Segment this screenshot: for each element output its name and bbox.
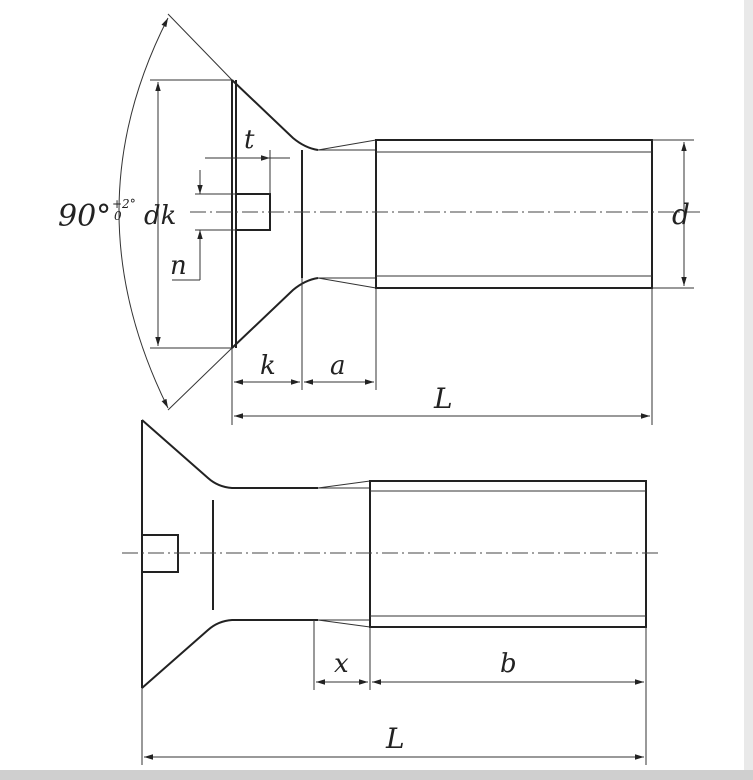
x-label: x [334,649,349,679]
angle-label: 90° [58,199,111,234]
d-label: d [672,198,690,231]
angle-ext-upper [167,13,233,81]
a-label: a [330,351,346,381]
dk-label: dk [144,201,176,231]
angle-arc [118,17,169,409]
k-label: k [260,351,276,381]
right-edge-strip [744,0,753,780]
bottom-screw-view [122,419,660,765]
bottom-edge-strip [0,770,753,780]
angle-tolerance-upper: +2° [112,197,136,211]
n-label: n [170,251,187,281]
bottom-neck-lines [317,480,371,628]
top-head-outline [231,79,319,349]
angle-tolerance-lower: 0 [114,209,122,223]
t-label: t [244,125,255,155]
bottom-head-outline [141,419,318,689]
bottom-shank [369,480,647,628]
angle-ext-lower [167,347,233,411]
top-shank [375,139,653,289]
b-label: b [500,649,517,679]
top-screw-view [118,13,700,425]
L-bottom-label: L [385,722,405,755]
L-top-label: L [433,382,453,415]
top-neck-lines [317,139,377,289]
